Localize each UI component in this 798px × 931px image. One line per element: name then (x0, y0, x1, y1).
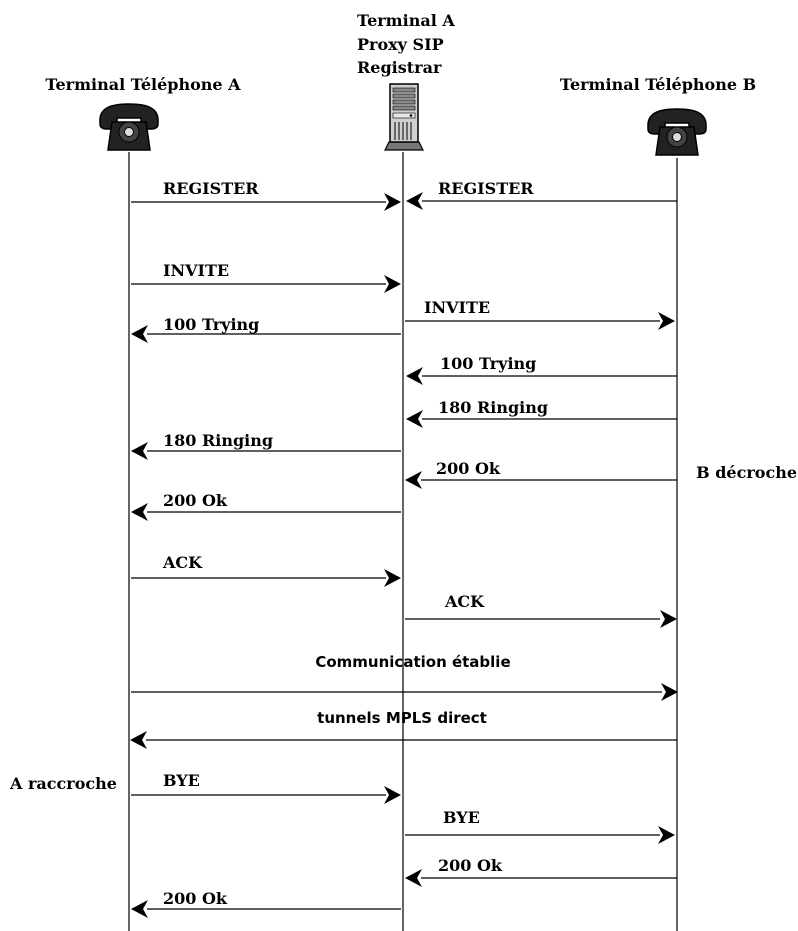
participant-proxy-label-line3: Registrar (357, 58, 442, 77)
message-label: ACK (162, 553, 203, 572)
message-200-ok-b-to-proxy-2: 200 Ok (405, 856, 677, 887)
message-bye-a-to-proxy: BYE (131, 771, 401, 804)
message-200-ok-proxy-to-a: 200 Ok (131, 491, 401, 521)
message-register-a-to-proxy: REGISTER (131, 179, 401, 211)
message-label: Communication établie (315, 653, 510, 671)
note-b-decroche: B décroche (696, 463, 797, 482)
message-label: INVITE (424, 298, 490, 317)
message-label: 200 Ok (438, 856, 503, 875)
participant-b-label: Terminal Téléphone B (560, 75, 756, 94)
participant-proxy-label-line2: Proxy SIP (357, 35, 444, 54)
participant-a-label: Terminal Téléphone A (45, 75, 241, 94)
message-bye-proxy-to-b: BYE (405, 808, 675, 844)
participant-proxy-label-line1: Terminal A (357, 11, 455, 30)
message-180-ringing-proxy-to-a: 180 Ringing (131, 431, 401, 460)
message-ack-a-to-proxy: ACK (131, 553, 401, 587)
message-label: REGISTER (438, 179, 534, 198)
message-label: ACK (444, 592, 485, 611)
note-a-raccroche: A raccroche (9, 774, 117, 793)
message-180-ringing-b-to-proxy: 180 Ringing (406, 398, 677, 428)
message-label: 180 Ringing (163, 431, 273, 450)
message-label: INVITE (163, 261, 229, 280)
message-label: 100 Trying (440, 354, 536, 373)
message-invite-a-to-proxy: INVITE (131, 261, 401, 293)
message-label: BYE (443, 808, 480, 827)
message-100-trying-proxy-to-a: 100 Trying (131, 315, 401, 343)
message-register-b-to-proxy: REGISTER (406, 179, 677, 210)
message-ack-proxy-to-b: ACK (405, 592, 677, 628)
telephone-icon (647, 108, 707, 156)
message-communication-etablie: Communication établie (131, 653, 678, 701)
message-200-ok-proxy-to-a-2: 200 Ok (131, 889, 401, 918)
message-invite-proxy-to-b: INVITE (405, 298, 675, 330)
message-100-trying-b-to-proxy: 100 Trying (406, 354, 677, 385)
message-label: BYE (163, 771, 200, 790)
message-label: 200 Ok (163, 491, 228, 510)
message-tunnels-mpls-direct: tunnels MPLS direct (130, 709, 677, 749)
message-label: 200 Ok (436, 459, 501, 478)
message-label: tunnels MPLS direct (317, 709, 487, 727)
telephone-icon (99, 103, 159, 151)
message-label: REGISTER (163, 179, 259, 198)
message-label: 180 Ringing (438, 398, 548, 417)
message-label: 200 Ok (163, 889, 228, 908)
server-icon (384, 83, 424, 151)
message-200-ok-b-to-proxy: 200 Ok (405, 459, 677, 489)
message-label: 100 Trying (163, 315, 259, 334)
